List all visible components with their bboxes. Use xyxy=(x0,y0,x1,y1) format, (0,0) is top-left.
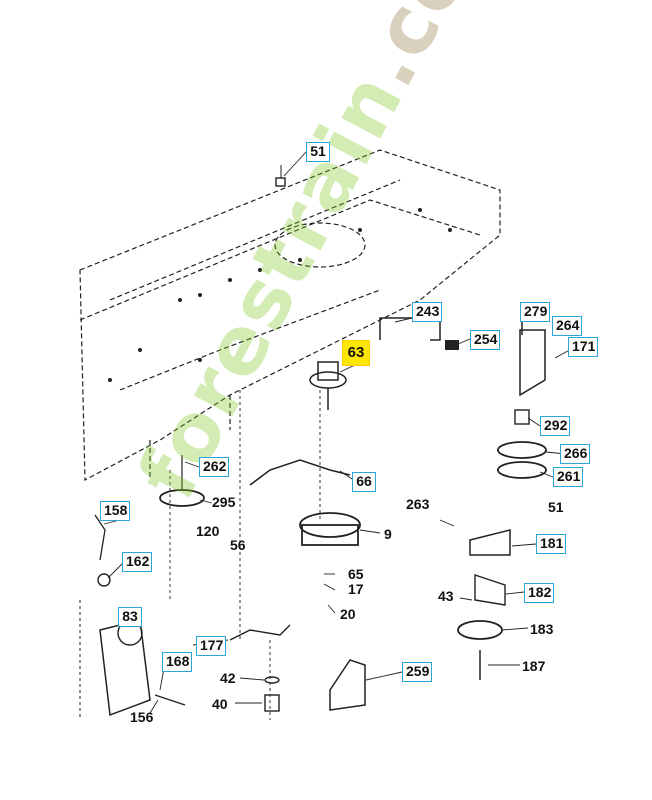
callout-266[interactable]: 266 xyxy=(560,444,590,464)
callout-295[interactable]: 295 xyxy=(212,494,236,510)
callout-51-lower[interactable]: 51 xyxy=(548,499,564,515)
callout-66[interactable]: 66 xyxy=(352,472,376,492)
callout-43[interactable]: 43 xyxy=(438,588,454,604)
callout-262[interactable]: 262 xyxy=(199,457,229,477)
callout-56[interactable]: 56 xyxy=(230,537,246,553)
callout-120[interactable]: 120 xyxy=(196,523,220,539)
callout-63-highlighted[interactable]: 63 xyxy=(342,340,370,366)
callout-158[interactable]: 158 xyxy=(100,501,130,521)
callout-83[interactable]: 83 xyxy=(118,607,142,627)
callout-254[interactable]: 254 xyxy=(470,330,500,350)
callout-183[interactable]: 183 xyxy=(530,621,554,637)
callout-264[interactable]: 264 xyxy=(552,316,582,336)
callout-187[interactable]: 187 xyxy=(522,658,546,674)
callout-17[interactable]: 17 xyxy=(348,581,364,597)
callout-40[interactable]: 40 xyxy=(212,696,228,712)
callout-292[interactable]: 292 xyxy=(540,416,570,436)
callout-259[interactable]: 259 xyxy=(402,662,432,682)
callout-171[interactable]: 171 xyxy=(568,337,598,357)
callout-177[interactable]: 177 xyxy=(196,636,226,656)
callout-279[interactable]: 279 xyxy=(520,302,550,322)
callout-20[interactable]: 20 xyxy=(340,606,356,622)
callout-182[interactable]: 182 xyxy=(524,583,554,603)
callout-181[interactable]: 181 xyxy=(536,534,566,554)
callout-51[interactable]: 51 xyxy=(306,142,330,162)
callout-162[interactable]: 162 xyxy=(122,552,152,572)
callout-65[interactable]: 65 xyxy=(348,566,364,582)
callout-42[interactable]: 42 xyxy=(220,670,236,686)
callout-156[interactable]: 156 xyxy=(130,709,154,725)
callout-9[interactable]: 9 xyxy=(384,526,392,542)
callout-261[interactable]: 261 xyxy=(553,467,583,487)
callout-243[interactable]: 243 xyxy=(412,302,442,322)
callout-168[interactable]: 168 xyxy=(162,652,192,672)
callout-263[interactable]: 263 xyxy=(406,496,430,512)
